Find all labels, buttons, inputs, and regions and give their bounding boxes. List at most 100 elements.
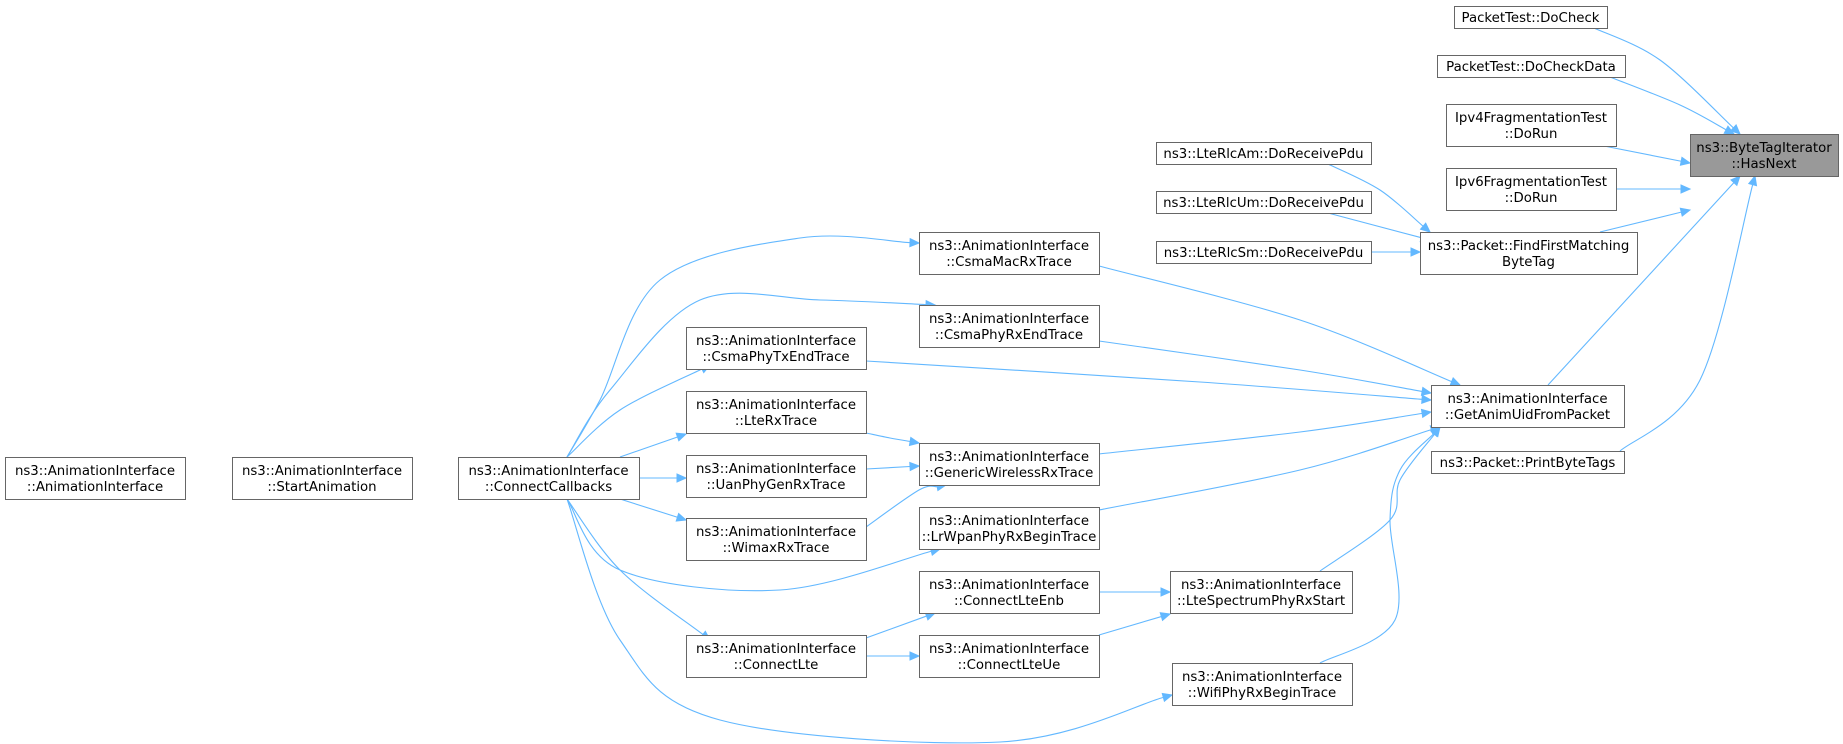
- edge-connlteue-to-ltespec: [1098, 612, 1172, 636]
- node-box: [919, 507, 1100, 550]
- node-rlcam[interactable]: ns3::LteRlcAm::DoReceivePdu: [1156, 142, 1372, 165]
- edge-line: [1547, 182, 1735, 386]
- edge-pt_docheckdata-to-target: [1609, 76, 1736, 135]
- arrowhead-icon: [909, 461, 921, 472]
- node-ltespec[interactable]: ns3::AnimationInterface::LteSpectrumPhyR…: [1170, 571, 1353, 614]
- edge-line: [566, 368, 703, 458]
- node-label-line: ns3::AnimationInterface: [929, 514, 1089, 529]
- node-label-line: ns3::AnimationInterface: [1182, 670, 1342, 685]
- node-box: [1431, 385, 1625, 428]
- arrowhead-icon: [1680, 184, 1692, 194]
- arrowhead-icon: [1730, 175, 1741, 187]
- edge-line: [1327, 212, 1422, 239]
- edge-getanim-to-target: [1547, 175, 1741, 386]
- edge-wifi-to-getanim: [1319, 426, 1441, 664]
- node-label-line: ns3::AnimationInterface: [929, 578, 1089, 593]
- edge-rlcsm-to-findfirst: [1371, 247, 1422, 257]
- edge-rlcam-to-findfirst: [1327, 163, 1431, 233]
- node-box: [1446, 168, 1617, 211]
- node-csmamac[interactable]: ns3::AnimationInterface::CsmaMacRxTrace: [919, 232, 1100, 275]
- node-label-line: ns3::AnimationInterface: [696, 642, 856, 657]
- edge-lrwpan-to-getanim: [1098, 425, 1442, 511]
- node-rlcum[interactable]: ns3::LteRlcUm::DoReceivePdu: [1156, 191, 1372, 214]
- node-box: [686, 391, 867, 434]
- node-lrwpan[interactable]: ns3::AnimationInterface::LrWpanPhyRxBegi…: [919, 507, 1100, 550]
- node-connlte[interactable]: ns3::AnimationInterface::ConnectLte: [686, 635, 867, 678]
- arrowhead-icon: [1449, 377, 1462, 386]
- edge-ipv6frag-to-target: [1616, 184, 1692, 194]
- node-label-line: ::CsmaMacRxTrace: [946, 255, 1072, 270]
- node-label-line: ns3::AnimationInterface: [929, 642, 1089, 657]
- node-pt_docheckdata[interactable]: PacketTest::DoCheckData: [1437, 55, 1626, 78]
- node-box: [1446, 104, 1617, 147]
- node-label-line: ns3::LteRlcSm::DoReceivePdu: [1164, 246, 1364, 261]
- node-lterx[interactable]: ns3::AnimationInterface::LteRxTrace: [686, 391, 867, 434]
- node-startanim[interactable]: ns3::AnimationInterface::StartAnimation: [232, 457, 413, 500]
- arrowhead-icon: [1419, 222, 1431, 233]
- node-label-line: ::HasNext: [1731, 157, 1796, 172]
- node-label-line: ::WimaxRxTrace: [723, 541, 830, 556]
- node-rlcsm[interactable]: ns3::LteRlcSm::DoReceivePdu: [1156, 241, 1372, 264]
- arrowhead-icon: [909, 237, 921, 248]
- node-box: [686, 518, 867, 561]
- edge-line: [1319, 433, 1435, 664]
- node-csmaphytx[interactable]: ns3::AnimationInterface::CsmaPhyTxEndTra…: [686, 327, 867, 370]
- node-box: [919, 232, 1100, 275]
- node-connectcb[interactable]: ns3::AnimationInterface::ConnectCallback…: [458, 457, 640, 500]
- node-box: [1156, 142, 1372, 165]
- node-wimax[interactable]: ns3::AnimationInterface::WimaxRxTrace: [686, 518, 867, 561]
- edge-line: [566, 498, 932, 592]
- node-label-line: ns3::AnimationInterface: [929, 450, 1089, 465]
- arrowhead-icon: [1159, 612, 1172, 622]
- arrowhead-icon: [1679, 207, 1692, 217]
- edge-line: [566, 498, 704, 635]
- edge-pt_docheck-to-target: [1593, 27, 1741, 135]
- node-uan[interactable]: ns3::AnimationInterface::UanPhyGenRxTrac…: [686, 455, 867, 498]
- node-label-line: ns3::AnimationInterface: [1181, 578, 1341, 593]
- node-label-line: ns3::AnimationInterface: [696, 398, 856, 413]
- edge-connectcb-to-uan: [639, 473, 688, 483]
- node-ipv6frag[interactable]: Ipv6FragmentationTest::DoRun: [1446, 168, 1617, 211]
- edge-line: [1319, 433, 1436, 572]
- node-animiface[interactable]: ns3::AnimationInterface::AnimationInterf…: [5, 457, 186, 500]
- node-label-line: ns3::AnimationInterface: [468, 464, 628, 479]
- node-box: [1172, 663, 1353, 706]
- node-pt_docheck[interactable]: PacketTest::DoCheck: [1454, 6, 1608, 29]
- node-box: [1156, 191, 1372, 214]
- node-label-line: ::DoRun: [1505, 191, 1558, 206]
- node-label-line: ::ConnectLte: [734, 658, 819, 673]
- edge-csmaphyrx-to-getanim: [1098, 340, 1433, 397]
- node-csmaphyrx[interactable]: ns3::AnimationInterface::CsmaPhyRxEndTra…: [919, 305, 1100, 348]
- edge-line: [1619, 184, 1754, 452]
- node-label-line: ::WifiPhyRxBeginTrace: [1188, 686, 1336, 701]
- edge-ltespec-to-getanim: [1319, 426, 1441, 572]
- node-target[interactable]: ns3::ByteTagIterator::HasNext: [1690, 134, 1839, 177]
- node-ipv4frag[interactable]: Ipv4FragmentationTest::DoRun: [1446, 104, 1617, 147]
- node-label-line: ::DoRun: [1505, 127, 1558, 142]
- node-label-line: ns3::LteRlcAm::DoReceivePdu: [1163, 147, 1363, 162]
- node-label-line: ::CsmaPhyRxEndTrace: [935, 328, 1083, 343]
- node-getanim[interactable]: ns3::AnimationInterface::GetAnimUidFromP…: [1431, 385, 1625, 428]
- edge-line: [865, 360, 1423, 400]
- node-generic[interactable]: ns3::AnimationInterface::GenericWireless…: [919, 443, 1100, 486]
- edge-line: [566, 498, 1164, 744]
- node-label-line: ns3::ByteTagIterator: [1696, 141, 1832, 156]
- edge-connlte-to-connlteue: [866, 651, 921, 661]
- node-box: [1437, 55, 1626, 78]
- node-connlteue[interactable]: ns3::AnimationInterface::ConnectLteUe: [919, 635, 1100, 678]
- arrowhead-icon: [1723, 125, 1736, 135]
- node-connlteenb[interactable]: ns3::AnimationInterface::ConnectLteEnb: [919, 571, 1100, 614]
- arrowhead-icon: [1430, 426, 1441, 438]
- node-label-line: ns3::AnimationInterface: [15, 464, 175, 479]
- edge-line: [865, 432, 911, 443]
- node-wifi[interactable]: ns3::AnimationInterface::WifiPhyRxBeginT…: [1172, 663, 1353, 706]
- edge-connlte-to-connlteenb: [865, 611, 937, 639]
- node-label-line: ns3::AnimationInterface: [929, 312, 1089, 327]
- node-label-line: PacketTest::DoCheckData: [1446, 60, 1616, 75]
- edge-lterx-to-generic: [865, 432, 921, 447]
- node-label-line: ::AnimationInterface: [27, 480, 163, 495]
- edge-line: [1098, 412, 1423, 455]
- edge-ipv4frag-to-target: [1603, 145, 1692, 166]
- node-printbt[interactable]: ns3::Packet::PrintByteTags: [1431, 451, 1625, 474]
